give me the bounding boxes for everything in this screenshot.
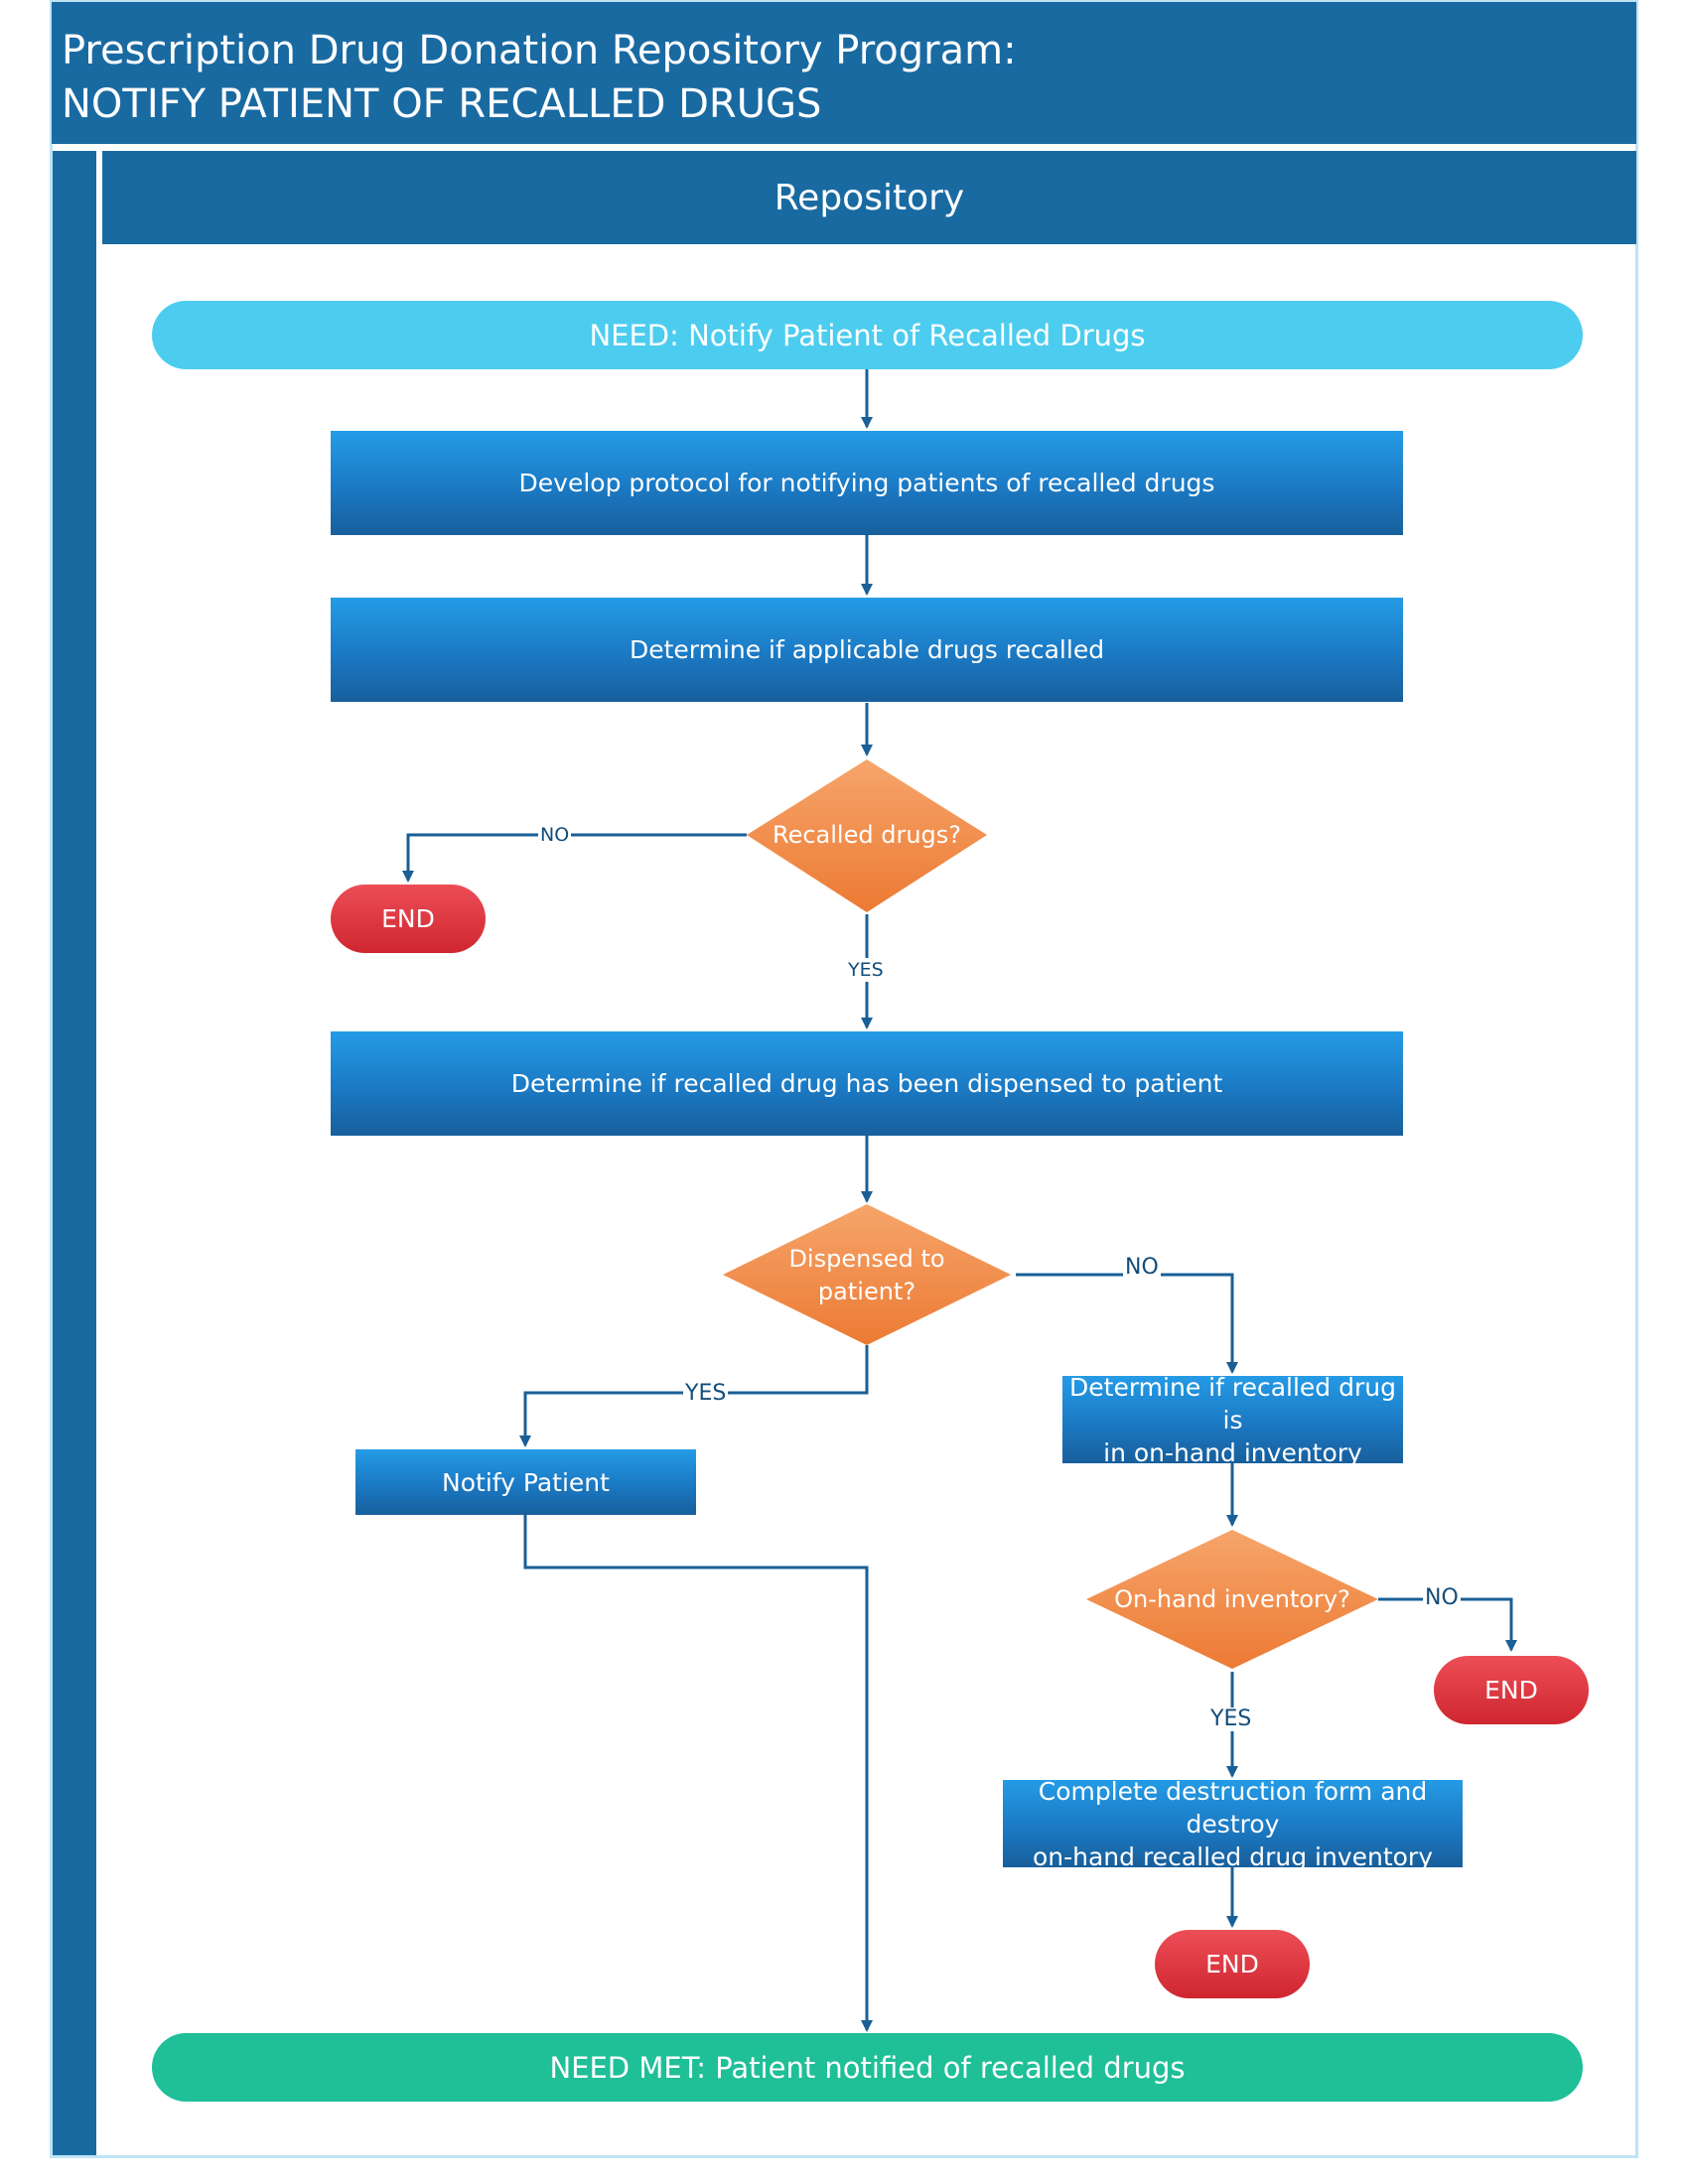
destroy-line1: Complete destruction form and destroy [1038,1776,1428,1839]
page-header: Prescription Drug Donation Repository Pr… [52,2,1636,144]
decision-dispensed-line2: patient? [817,1278,916,1305]
label-dispensed-no: NO [1123,1255,1161,1280]
determine-inventory-line2: in on-hand inventory [1103,1437,1362,1467]
label-recalled-no: NO [538,823,572,847]
edge-inventory-no [1378,1597,1517,1652]
end-no-recall: END [331,885,486,953]
decision-inventory-label: On-hand inventory? [1114,1584,1350,1613]
decision-dispensed-label: Dispensed to patient? [723,1241,1011,1310]
edge-notify-to-met [523,1515,873,2032]
step-determine-dispensed: Determine if recalled drug has been disp… [331,1031,1403,1136]
label-inventory-yes: YES [1208,1706,1254,1731]
decision-inventory-shape [1086,1530,1378,1669]
step-destroy-inventory: Complete destruction form and destroy on… [1003,1777,1463,1871]
end-need-met: NEED MET: Patient notified of recalled d… [152,2033,1583,2102]
label-inventory-no: NO [1423,1585,1461,1610]
step-determine-recalled: Determine if applicable drugs recalled [331,598,1403,702]
edge-dispensed-no [1016,1273,1238,1374]
step-determine-inventory: Determine if recalled drug is in on-hand… [1062,1373,1403,1467]
swimlane-title: Repository [102,151,1636,244]
determine-inventory-line1: Determine if recalled drug is [1069,1372,1396,1434]
decision-recalled-shape [747,759,987,912]
edge-recalled-no [402,833,747,883]
decision-dispensed-line1: Dispensed to [788,1245,945,1273]
destroy-line2: on-hand recalled drug inventory [1032,1842,1434,1871]
step-notify-patient: Notify Patient [355,1449,696,1515]
page-subtitle: NOTIFY PATIENT OF RECALLED DRUGS [62,81,822,127]
decision-recalled-label: Recalled drugs? [772,820,962,849]
start-need: NEED: Notify Patient of Recalled Drugs [152,301,1583,369]
end-no-inventory: END [1434,1656,1589,1724]
label-recalled-yes: YES [846,958,886,982]
step-develop-protocol: Develop protocol for notifying patients … [331,431,1403,535]
decision-dispensed-shape [723,1204,1011,1345]
end-after-destroy: END [1155,1930,1310,1998]
swimlane-sidebar [53,151,96,2155]
page-title: Prescription Drug Donation Repository Pr… [62,28,1017,73]
label-dispensed-yes: YES [683,1381,729,1406]
